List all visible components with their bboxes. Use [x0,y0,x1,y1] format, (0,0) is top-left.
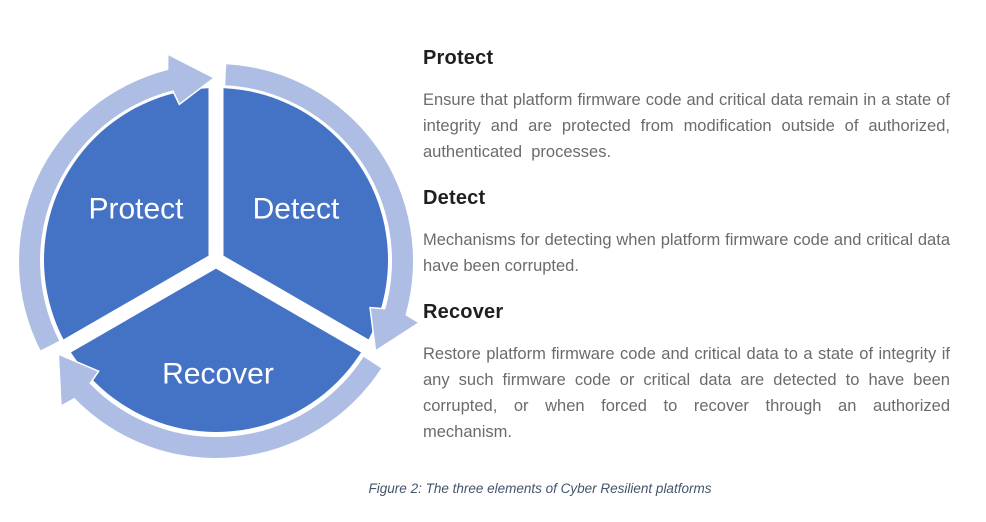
slice-separators [54,79,378,358]
section-heading-recover: Recover [423,301,504,323]
section-body-protect: Ensure that platform firmware code and c… [423,91,955,161]
slice-label-protect: Protect [88,193,184,226]
section-heading-protect: Protect [423,47,494,69]
slice-label-recover: Recover [162,358,274,391]
detect-arc-arrow [223,62,421,353]
section-body-detect: Mechanisms for detecting when platform f… [423,231,955,275]
section-body-recover: Restore platform firmware code and criti… [423,345,960,441]
separator-lower-right [212,253,378,358]
figure-caption: Figure 2: The three elements of Cyber Re… [368,481,712,496]
slice-label-detect: Detect [253,193,340,226]
cycle-diagram: Protect Detect Recover [17,52,421,460]
recover-arc-arrow [57,352,384,460]
section-protect: Protect Ensure that platform firmware co… [423,45,950,165]
section-recover: Recover Restore platform firmware code a… [423,299,950,445]
section-heading-detect: Detect [423,187,486,209]
separator-lower-left [54,253,220,358]
definitions-column: Protect Ensure that platform firmware co… [423,45,950,465]
section-detect: Detect Mechanisms for detecting when pla… [423,185,950,279]
separator-hub [208,252,224,268]
arrow-ring [17,52,421,460]
protect-arc-arrow [17,52,216,353]
